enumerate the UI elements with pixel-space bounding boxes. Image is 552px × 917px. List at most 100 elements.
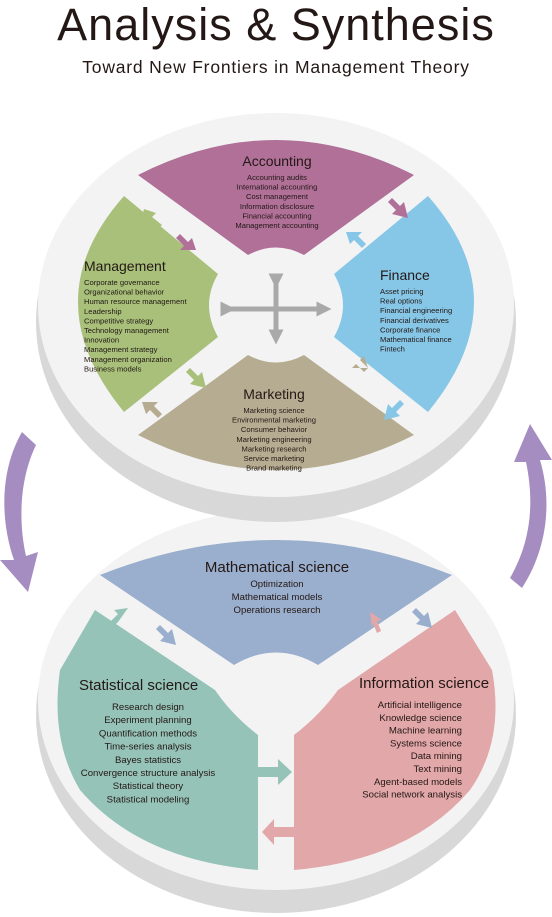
marketing-item: Service marketing — [244, 454, 305, 463]
statistical-item: Convergence structure analysis — [81, 768, 216, 779]
page-title: Analysis & Synthesis — [57, 0, 495, 50]
finance-item: Corporate finance — [380, 325, 440, 334]
arrow-fin-to-acct-icon — [346, 232, 366, 248]
management-item: Business models — [84, 364, 142, 373]
cycle-arrow-up-icon — [510, 424, 552, 588]
information-item: Knowledge science — [379, 713, 462, 724]
arrow-math-to-info-icon — [412, 608, 432, 628]
cycle-arrow-down-icon — [0, 432, 38, 592]
accounting-sector — [138, 140, 414, 255]
management-item: Competitive strategy — [84, 316, 153, 325]
arrow-acct-to-mgmt-icon — [176, 234, 196, 250]
marketing-item: Marketing science — [243, 406, 304, 415]
finance-sector — [334, 196, 474, 412]
information-item: Systems science — [390, 738, 462, 749]
statistical-item: Research design — [112, 702, 184, 713]
management-item: Organizational behavior — [84, 288, 165, 297]
arrow-mkt-to-fin-icon — [352, 356, 368, 372]
management-item: Management organization — [84, 355, 172, 364]
management-item: Management strategy — [84, 345, 158, 354]
mathematical-item: Mathematical models — [232, 592, 323, 603]
mathematical-item: Operations research — [234, 605, 321, 616]
statistical-text: Statistical science Research designExper… — [79, 677, 215, 805]
statistical-item: Bayes statistics — [115, 755, 181, 766]
finance-item: Asset pricing — [380, 287, 423, 296]
statistical-item: Experiment planning — [104, 715, 191, 726]
accounting-item: International accounting — [237, 183, 318, 192]
information-item: Data mining — [411, 751, 462, 762]
management-title: Management — [84, 258, 166, 274]
accounting-title: Accounting — [242, 153, 311, 169]
information-item: Machine learning — [389, 726, 462, 737]
information-text: Information science Artificial intellige… — [359, 675, 489, 801]
center-crossed-arrows-icon — [220, 273, 332, 345]
arrow-info-to-stat-icon — [262, 819, 294, 845]
arrow-math-to-stat-icon — [156, 625, 176, 645]
bottom-disc — [36, 510, 516, 913]
marketing-title: Marketing — [243, 386, 304, 402]
arrow-acct-to-fin-icon — [388, 198, 408, 218]
information-title: Information science — [359, 675, 489, 692]
marketing-item: Marketing research — [242, 444, 307, 453]
information-item: Agent-based models — [374, 777, 462, 788]
management-item: Leadership — [84, 307, 122, 316]
accounting-item: Management accounting — [235, 221, 318, 230]
top-inner-arrows — [140, 198, 408, 420]
arrow-stat-to-math-icon — [110, 608, 128, 626]
accounting-item: Information disclosure — [240, 202, 314, 211]
arrow-info-to-math-icon — [370, 612, 382, 633]
information-item: Artificial intelligence — [378, 700, 462, 711]
marketing-sector — [138, 355, 414, 470]
information-item: Social network analysis — [362, 790, 462, 801]
arrow-fin-to-mkt-icon — [384, 400, 404, 420]
accounting-text: Accounting Accounting auditsInternationa… — [235, 153, 318, 230]
finance-item: Fintech — [380, 345, 405, 354]
bottom-inner-arrows — [110, 608, 432, 845]
cycle-arrows — [0, 424, 552, 592]
marketing-item: Marketing engineering — [236, 435, 311, 444]
management-text: Management Corporate governanceOrganizat… — [84, 258, 187, 373]
information-item: Text mining — [413, 764, 462, 775]
accounting-item: Accounting audits — [247, 173, 307, 182]
marketing-item: Brand marketing — [246, 464, 302, 473]
arrow-mgmt-to-acct-icon — [140, 209, 162, 229]
mathematical-text: Mathematical science OptimizationMathema… — [205, 559, 349, 616]
finance-item: Financial engineering — [380, 306, 452, 315]
mathematical-science-sector — [100, 540, 452, 665]
arrow-mgmt-to-mkt-icon — [186, 368, 206, 388]
statistical-title: Statistical science — [79, 677, 198, 694]
management-item: Technology management — [84, 326, 170, 335]
finance-item: Real options — [380, 297, 422, 306]
statistical-item: Statistical theory — [113, 781, 184, 792]
mathematical-title: Mathematical science — [205, 559, 349, 576]
management-item: Innovation — [84, 336, 119, 345]
finance-item: Mathematical finance — [380, 335, 452, 344]
management-item: Human resource management — [84, 297, 187, 306]
arrow-stat-to-info-icon — [258, 759, 292, 785]
statistical-item: Time-series analysis — [104, 742, 191, 753]
page-subtitle: Toward New Frontiers in Management Theor… — [82, 57, 470, 77]
management-item: Corporate governance — [84, 278, 160, 287]
marketing-item: Environmental marketing — [232, 416, 316, 425]
statistical-science-sector — [57, 610, 258, 870]
accounting-item: Financial accounting — [242, 211, 311, 220]
arrow-mkt-to-mgmt-icon — [142, 402, 162, 418]
statistical-item: Quantification methods — [99, 728, 197, 739]
top-disc — [36, 113, 516, 522]
finance-item: Financial derivatives — [380, 316, 449, 325]
marketing-item: Consumer behavior — [241, 425, 308, 434]
finance-title: Finance — [380, 267, 430, 283]
information-science-sector — [294, 610, 496, 870]
mathematical-item: Optimization — [250, 579, 303, 590]
accounting-item: Cost management — [246, 192, 309, 201]
